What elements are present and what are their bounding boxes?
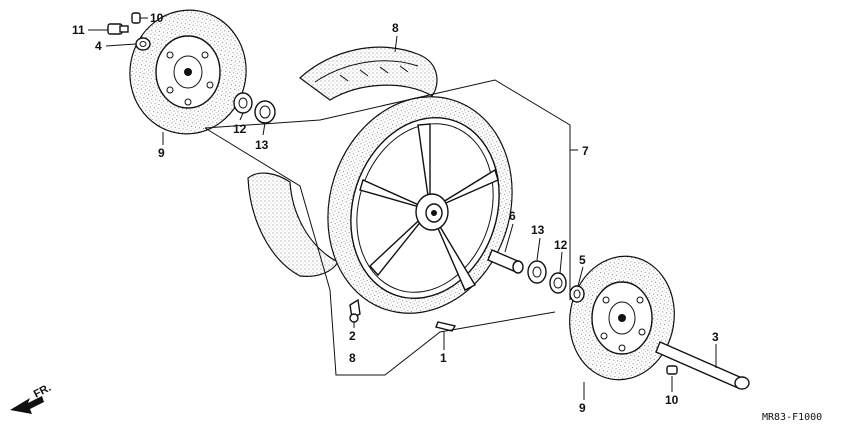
bearing-13-right (527, 260, 547, 284)
callout-10-upper: 10 (150, 11, 164, 25)
callout-4: 4 (95, 39, 102, 53)
callout-2: 2 (349, 329, 356, 343)
front-direction-arrow: FR. (10, 382, 53, 414)
callout-1: 1 (440, 351, 447, 365)
assembly-lines (204, 79, 578, 376)
tire-lower (247, 172, 339, 277)
brake-disc-right (569, 255, 675, 381)
callout-11: 11 (72, 23, 85, 37)
bearing-12-left (233, 92, 253, 114)
valve-2 (349, 298, 361, 323)
bolt-11 (107, 23, 129, 35)
callout-12-right: 12 (554, 238, 568, 252)
front-label: FR. (32, 382, 53, 401)
callout-12-left: 12 (233, 122, 247, 136)
diagram-code: MR83-F1000 (762, 412, 822, 423)
washer-4 (135, 37, 151, 51)
wheel-rim (327, 96, 513, 314)
callout-13-left: 13 (255, 138, 269, 152)
callout-5: 5 (579, 253, 586, 267)
callout-8-lower: 8 (349, 351, 356, 365)
collar-6 (487, 249, 524, 274)
callout-7: 7 (582, 144, 589, 158)
callout-9-right: 9 (579, 401, 586, 415)
callout-10-lower: 10 (665, 393, 679, 407)
bolt-10-upper (131, 12, 141, 24)
bolt-10-lower (666, 365, 678, 375)
seal-5 (569, 285, 585, 303)
bearing-13-left (254, 100, 276, 124)
callout-8-upper: 8 (392, 21, 399, 35)
callout-13-right: 13 (531, 223, 545, 237)
leader-lines (88, 17, 717, 400)
brake-disc-left (129, 9, 247, 135)
callout-3: 3 (712, 330, 719, 344)
tire-upper (299, 46, 438, 101)
axle-3 (655, 341, 750, 390)
callout-9-left: 9 (158, 146, 165, 160)
bearing-12-right (549, 272, 567, 294)
callout-6: 6 (509, 209, 516, 223)
balance-weight-1 (435, 321, 457, 332)
